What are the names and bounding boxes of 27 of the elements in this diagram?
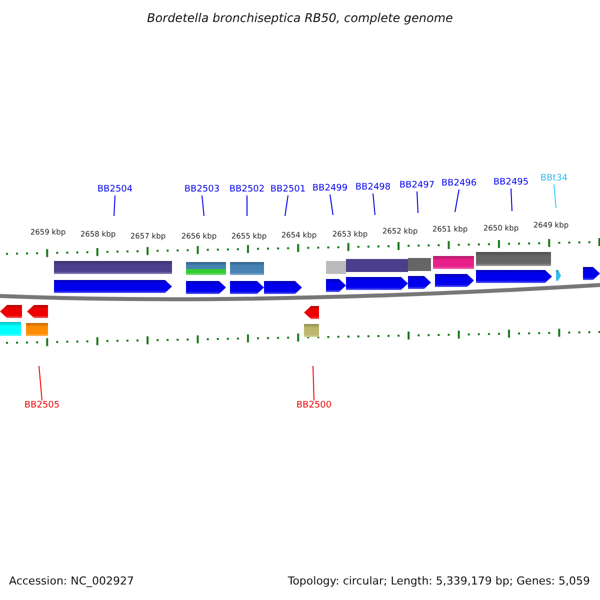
gene-label: BB2505 — [24, 402, 60, 410]
leader-line — [38, 366, 42, 401]
leader-line — [284, 195, 288, 216]
gene-label: BB2498 — [355, 184, 391, 192]
leader-line — [372, 193, 376, 216]
leader-line — [454, 189, 460, 212]
leader-line — [312, 366, 314, 401]
accession-text: Accession: NC_002927 — [9, 576, 134, 586]
leader-line — [510, 188, 512, 212]
leader-line — [416, 191, 418, 214]
gene-label: BB2495 — [493, 178, 529, 188]
leader-line — [554, 184, 556, 208]
gene-label: BB2499 — [312, 184, 348, 194]
gene-label: BBt34 — [540, 174, 568, 184]
gene-label: BB2503 — [184, 186, 220, 194]
leader-line — [330, 194, 334, 216]
gene-label: BB2497 — [399, 182, 435, 190]
genome-summary: Topology: circular; Length: 5,339,179 bp; Genes: 5,059 — [288, 576, 590, 586]
gene-label: BB2504 — [97, 186, 133, 194]
gene-label: BB2500 — [296, 402, 332, 410]
gene-label: BB2501 — [270, 186, 306, 194]
gene-label: BB2502 — [229, 186, 265, 194]
leader-line — [202, 195, 204, 216]
leader-line — [114, 195, 116, 216]
diagram-title: Bordetella bronchiseptica RB50, complete genome — [147, 12, 453, 24]
leader-line — [246, 195, 248, 216]
gene-label: BB2496 — [441, 180, 477, 188]
